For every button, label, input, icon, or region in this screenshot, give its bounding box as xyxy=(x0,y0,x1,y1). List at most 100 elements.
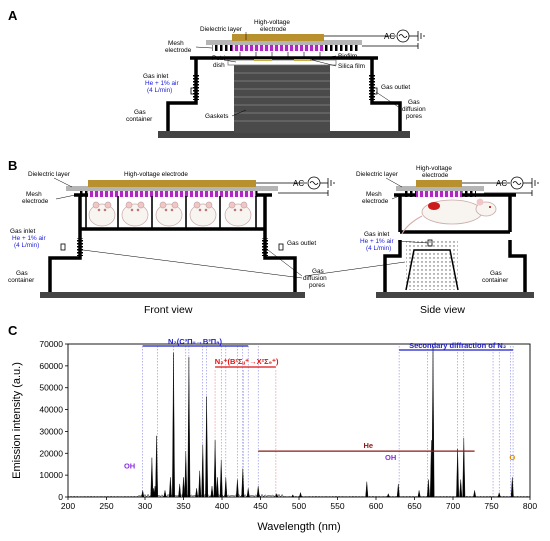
gasket-lines xyxy=(234,72,330,122)
secondary-diffraction-label: Secondary diffraction of N₂ xyxy=(409,341,506,350)
spectrum-peak xyxy=(168,477,172,498)
spectrum-peak xyxy=(235,479,239,498)
y-tick-label: 20000 xyxy=(39,448,63,458)
mouse-icon xyxy=(121,201,149,227)
x-tick-label: 200 xyxy=(61,501,75,511)
front-outlet-port xyxy=(278,243,284,251)
panel-b: B xyxy=(8,158,539,316)
x-axis-label: Wavelength (nm) xyxy=(257,521,340,533)
mice-front xyxy=(88,201,252,227)
spectrum-peak xyxy=(497,491,501,498)
silica-film-right xyxy=(294,59,312,61)
oh-label-uv: OH xyxy=(124,462,135,471)
side-funnel xyxy=(405,249,459,291)
base-plate-a xyxy=(158,131,410,138)
pores-label-a-2: diffusion xyxy=(402,106,426,113)
front-inlet-label: Gas inlet xyxy=(10,228,35,235)
front-container-label-1: Gas xyxy=(16,270,28,277)
front-pores-label-1: Gas xyxy=(312,268,324,275)
spectrum-peak xyxy=(172,352,175,498)
x-tick-label: 750 xyxy=(484,501,498,511)
side-mesh-label-1: Mesh xyxy=(366,191,382,198)
spectrum-peak xyxy=(473,490,477,498)
front-hv-electrode xyxy=(88,180,256,187)
side-inlet-gas: He + 1% air xyxy=(360,238,394,245)
dielectric-layer-a xyxy=(206,40,362,45)
spectrum-peak xyxy=(184,451,188,498)
spectrum-peak xyxy=(456,448,460,498)
x-tick-label: 300 xyxy=(138,501,152,511)
front-hv-label: High-voltage electrode xyxy=(124,171,188,178)
oh-label-visible: OH xyxy=(385,453,396,462)
pores-label-a-3: pores xyxy=(406,113,422,120)
spectrum-peak xyxy=(462,437,466,498)
biofilm-label: Biofilm xyxy=(338,53,357,60)
front-base xyxy=(40,292,305,298)
y-tick-label: 60000 xyxy=(39,361,63,371)
y-tick-label: 40000 xyxy=(39,405,63,415)
front-mesh-label-2: electrode xyxy=(22,198,49,205)
ac-source-a xyxy=(324,29,425,49)
spectrum-peak xyxy=(205,396,209,498)
spectrum-peak xyxy=(182,477,185,498)
side-container-label-2: container xyxy=(482,277,509,284)
spectrum-peak xyxy=(417,490,421,498)
gaskets-label: Gaskets xyxy=(205,113,228,120)
side-base xyxy=(376,292,534,298)
side-leaders xyxy=(385,177,429,244)
side-ac-label: AC xyxy=(496,179,507,188)
y-tick-label: 10000 xyxy=(39,470,63,480)
x-tick-label: 500 xyxy=(292,501,306,511)
front-mesh-label-1: Mesh xyxy=(26,191,42,198)
silica-label: Silica film xyxy=(338,63,365,70)
reference-lines-red xyxy=(214,370,277,497)
spectrum-peak xyxy=(224,477,228,498)
panel-letter-b: B xyxy=(8,158,17,173)
x-tick-label: 800 xyxy=(523,501,537,511)
inlet-flow-a: (4 L/min) xyxy=(147,87,172,94)
x-tick-label: 650 xyxy=(407,501,421,511)
n2-first-negative-label: N₂⁺(B²Σᵤ⁺→X²Σ₉⁺) xyxy=(215,357,279,366)
side-plasma xyxy=(416,191,462,197)
spectrum-peak xyxy=(219,459,223,498)
front-outlet-label: Gas outlet xyxy=(287,240,316,247)
x-tick-label: 450 xyxy=(253,501,267,511)
front-plasma xyxy=(88,191,256,197)
n2-second-positive-label: N₂(C³Πᵤ→B³Π₉) xyxy=(168,337,223,346)
side-container-label-1: Gas xyxy=(490,270,502,277)
mesh-label-a-1: Mesh xyxy=(168,40,184,47)
y-tick-label: 70000 xyxy=(39,339,63,349)
mouse-icon xyxy=(155,201,183,227)
mouse-icon xyxy=(224,201,252,227)
container-label-a-2: container xyxy=(126,116,153,123)
plasma-arrows-a xyxy=(239,52,321,58)
mesh-label-a-2: electrode xyxy=(165,47,192,54)
hv-label-a-2: electrode xyxy=(260,26,287,33)
container-label-a-1: Gas xyxy=(134,109,146,116)
front-inlet-port xyxy=(60,243,66,251)
front-pores-left xyxy=(77,238,83,256)
y-tick-label: 0 xyxy=(58,492,63,502)
inlet-label-a: Gas inlet xyxy=(143,73,168,80)
o-label: O xyxy=(509,453,515,462)
front-view-label: Front view xyxy=(144,304,193,316)
plot-frame xyxy=(67,343,531,498)
gaskets-stack xyxy=(234,65,330,133)
x-tick-label: 250 xyxy=(99,501,113,511)
panel-letter-a: A xyxy=(8,8,18,23)
he-label: He xyxy=(364,441,374,450)
spectrum-peak xyxy=(198,470,202,498)
front-dielectric xyxy=(66,186,278,191)
silica-film-left xyxy=(254,59,272,61)
ac-label-a: AC xyxy=(384,32,395,41)
side-view: AC Dielectric layer High-voltage electro… xyxy=(356,165,539,316)
y-axis-label: Emission intensity (a.u.) xyxy=(11,362,23,479)
gas-diffusion-pores-right-a xyxy=(369,74,375,100)
side-view-label: Side view xyxy=(420,304,465,316)
y-tick-label: 50000 xyxy=(39,383,63,393)
gas-inlet-port-a xyxy=(190,87,196,95)
side-inlet-label: Gas inlet xyxy=(364,231,389,238)
mouse-icon xyxy=(88,201,116,227)
